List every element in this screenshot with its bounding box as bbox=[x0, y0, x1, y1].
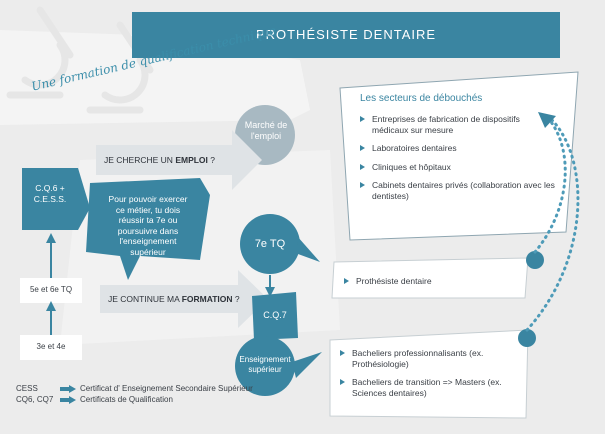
market-label: Marché de l'emploi bbox=[244, 120, 288, 141]
bullet-icon bbox=[340, 350, 345, 356]
question-continue-bold: FORMATION bbox=[181, 294, 233, 304]
question-job-prefix: JE CHERCHE UN bbox=[104, 155, 176, 165]
study-item: Bacheliers professionnalisants (ex. Prot… bbox=[340, 348, 520, 369]
advice-text: Pour pouvoir exercer ce métier, tu dois … bbox=[108, 194, 188, 257]
page-title: PROTHÉSISTE DENTAIRE bbox=[132, 12, 560, 58]
tq7-pointer bbox=[297, 236, 320, 262]
arrow-right-icon bbox=[60, 384, 76, 393]
legend-row: CQ6, CQ7 Certificats de Qualification bbox=[16, 394, 253, 405]
study-item-text: Bacheliers professionnalisants (ex. Prot… bbox=[352, 348, 484, 369]
question-job-suffix: ? bbox=[207, 155, 215, 165]
cq7-tag bbox=[252, 292, 298, 340]
studies-list: Bacheliers professionnalisants (ex. Prot… bbox=[340, 348, 520, 398]
job-outcome-box bbox=[331, 257, 529, 299]
study-item: Bacheliers de transition => Masters (ex.… bbox=[340, 377, 520, 398]
question-job-bold: EMPLOI bbox=[175, 155, 208, 165]
cq7-label: C.Q.7 bbox=[263, 310, 287, 320]
question-continue-arrow bbox=[100, 270, 268, 328]
sector-item-text: Cabinets dentaires privés (collaboration… bbox=[372, 180, 555, 201]
bullet-icon bbox=[340, 379, 345, 385]
sector-item-text: Cliniques et hôpitaux bbox=[372, 161, 451, 172]
sectors-list: Les secteurs de débouchés Entreprises de… bbox=[360, 93, 555, 201]
study-item-text: Bacheliers de transition => Masters (ex.… bbox=[352, 377, 502, 398]
cq6-label: C.Q.6 + C.E.S.S. bbox=[33, 183, 67, 204]
connector-dot-1 bbox=[526, 251, 544, 269]
tq56-label: 5e et 6e TQ bbox=[29, 285, 73, 294]
bullet-icon bbox=[360, 182, 365, 188]
job-outcome: Prothésiste dentaire bbox=[344, 276, 526, 287]
bullet-icon bbox=[360, 116, 365, 122]
tq56-box bbox=[20, 278, 82, 303]
question-continue-suffix: ? bbox=[232, 294, 240, 304]
legend-abbr: CQ6, CQ7 bbox=[16, 395, 54, 404]
question-continue-prefix: JE CONTINUE MA bbox=[108, 294, 182, 304]
sector-item: Laboratoires dentaires bbox=[360, 143, 555, 154]
higher-ed-label: Enseignement supérieur bbox=[239, 355, 291, 374]
dotted-connector-1 bbox=[533, 116, 567, 254]
bullet-icon bbox=[360, 163, 365, 170]
sectors-heading: Les secteurs de débouchés bbox=[360, 93, 483, 104]
legend: CESS Certificat d' Enseignement Secondair… bbox=[16, 383, 253, 405]
years34-label: 3e et 4e bbox=[36, 342, 66, 351]
bullet-icon bbox=[344, 278, 349, 284]
sector-item-text: Laboratoires dentaires bbox=[372, 143, 457, 153]
higher-ed-circle bbox=[235, 336, 295, 396]
years34-box bbox=[20, 335, 82, 360]
legend-meaning: Certificat d' Enseignement Secondaire Su… bbox=[80, 384, 253, 393]
connector-arrowhead bbox=[538, 112, 556, 128]
title-text: PROTHÉSISTE DENTAIRE bbox=[255, 27, 437, 42]
sector-item: Entreprises de fabrication de dispositif… bbox=[360, 114, 555, 135]
legend-meaning: Certificats de Qualification bbox=[80, 395, 173, 404]
arrow-right-icon bbox=[60, 395, 76, 404]
sectors-box bbox=[339, 71, 579, 241]
microscope-icon bbox=[6, 6, 154, 114]
sector-item: Cabinets dentaires privés (collaboration… bbox=[360, 180, 555, 201]
sector-item: Cliniques et hôpitaux bbox=[360, 162, 555, 173]
job-outcome-text: Prothésiste dentaire bbox=[356, 276, 432, 286]
cq6-tag bbox=[22, 168, 90, 230]
higher-ed-pointer bbox=[292, 352, 322, 378]
question-continue: JE CONTINUE MA FORMATION ? bbox=[108, 294, 240, 304]
bullet-icon bbox=[360, 145, 365, 151]
tq7-circle bbox=[240, 214, 300, 274]
question-job: JE CHERCHE UN EMPLOI ? bbox=[104, 155, 215, 165]
tq7-label: 7e TQ bbox=[254, 238, 286, 250]
connector-dot-2 bbox=[518, 329, 536, 347]
legend-abbr: CESS bbox=[16, 384, 38, 393]
legend-row: CESS Certificat d' Enseignement Secondair… bbox=[16, 383, 253, 394]
advice-bubble bbox=[86, 178, 210, 280]
sector-item-text: Entreprises de fabrication de dispositif… bbox=[372, 114, 520, 135]
question-job-arrow bbox=[96, 130, 262, 190]
studies-box bbox=[329, 329, 529, 419]
